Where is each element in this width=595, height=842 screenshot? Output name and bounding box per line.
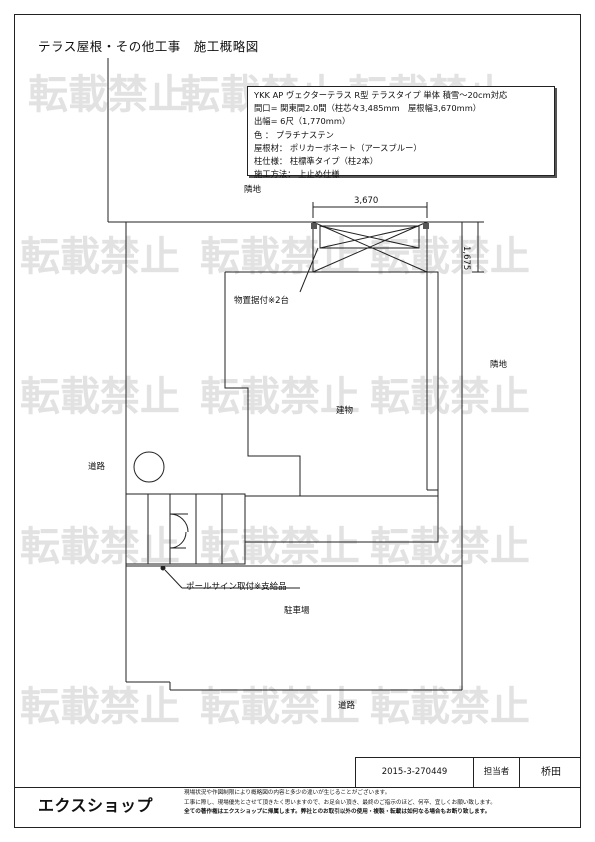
- spec-box: YKK AP ヴェクターテラス R型 テラスタイプ 単体 積雪～20cm対応 間…: [247, 86, 555, 179]
- building-outline: [224, 271, 439, 543]
- note-line: 現場状況や作図制限により概略図の内容と多少の違いが生じることがございます。: [184, 790, 391, 796]
- spec-line: 色 ： プラチナステン: [254, 129, 334, 140]
- road-label-bottom: 道路: [338, 701, 356, 711]
- road-label-left: 道路: [88, 462, 106, 472]
- parking-label: 駐車場: [284, 606, 310, 616]
- footer: 2015-3-270449 担当者 桥田 エクスショップ 現場状況や作図制限によ…: [14, 749, 581, 828]
- approval-box: 2015-3-270449 担当者 桥田: [355, 757, 581, 787]
- spec-line: 柱仕様： 柱標準タイプ（柱2本）: [254, 156, 379, 167]
- spec-line: 間口= 関東間2.0間（柱芯々3,485mm 屋根幅3,670mm）: [254, 103, 482, 114]
- storage-unit: [319, 225, 420, 249]
- footer-notes: 現場状況や作図制限により概略図の内容と多少の違いが生じることがございます。 工事…: [184, 789, 496, 818]
- company-logo: エクスショップ: [38, 796, 154, 815]
- pole-sign-label: ポールサイン取付※支給品: [186, 582, 287, 592]
- manager-label: 担当者: [474, 758, 520, 787]
- terrace-cross-2: [312, 221, 428, 273]
- pole-sign-leader: [164, 569, 183, 589]
- pole-sign-point: [160, 565, 166, 571]
- spec-line: YKK AP ヴェクターテラス R型 テラスタイプ 単体 積雪～20cm対応: [254, 90, 508, 100]
- doc-number: 2015-3-270449: [356, 758, 474, 787]
- neighbor-label-top: 隣地: [244, 185, 262, 195]
- building-label: 建物: [336, 406, 354, 416]
- storage-leader: [299, 247, 319, 293]
- entry-area: [169, 493, 246, 565]
- page-title: テラス屋根・その他工事 施工概略図: [38, 39, 259, 54]
- storage-label: 物置据付※2台: [234, 296, 290, 306]
- spec-line: 施工方法： 上止め仕様: [254, 169, 340, 180]
- drawing-frame: [14, 14, 581, 828]
- dimension-depth-label: 1,675: [461, 246, 471, 271]
- spec-line: 出幅= 6尺（1,770mm）: [254, 116, 351, 127]
- dimension-width-label: 3,670: [354, 196, 379, 206]
- note-line: 全ての著作権はエクスショップに帰属します。弊社とのお取引以外の使用・複製・転載は…: [184, 809, 491, 816]
- spec-line: 屋根材： ポリカーボネート（アースブルー）: [254, 142, 422, 153]
- tree-symbol: [133, 451, 165, 483]
- note-line: 工事に際し、現場優先とさせて頂きたく思いますので、お足合い頂き、最終のご指示のほ…: [184, 799, 496, 806]
- door-swing: [169, 513, 189, 533]
- manager-name: 桥田: [541, 767, 561, 778]
- neighbor-label-right: 隣地: [490, 360, 508, 370]
